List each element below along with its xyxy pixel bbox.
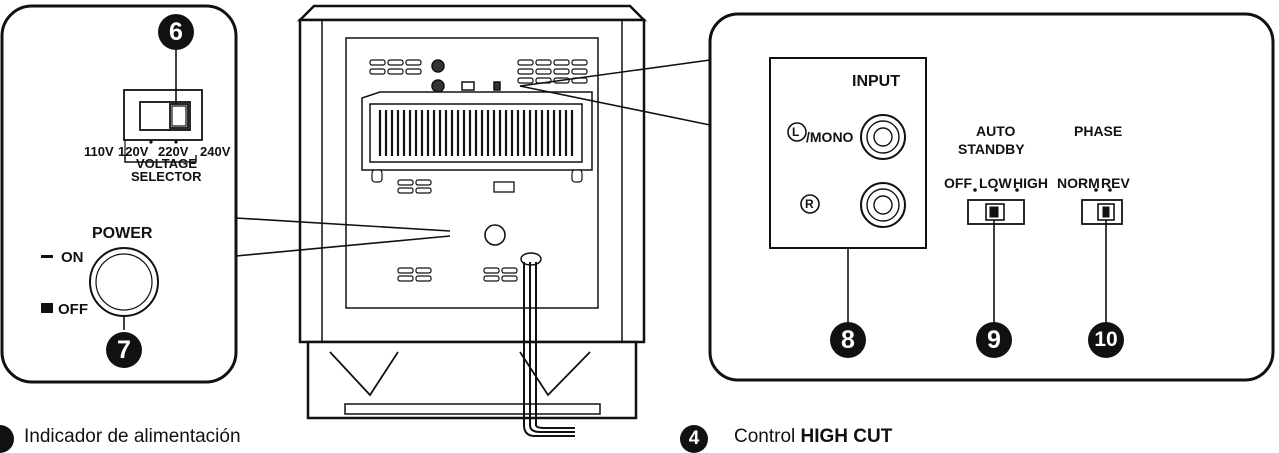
voltage-label-240v: 240V bbox=[200, 144, 231, 159]
voltage-label-220v: 220V bbox=[158, 144, 189, 159]
power-knob-inner bbox=[95, 253, 153, 311]
rca-jack-right bbox=[860, 182, 906, 228]
standby-dot bbox=[994, 188, 998, 192]
l-symbol: L bbox=[792, 125, 800, 139]
power-knob bbox=[89, 247, 159, 317]
callout-10-badge: 10 bbox=[1088, 322, 1124, 358]
back-panel-vents bbox=[369, 59, 588, 282]
selector-title: SELECTOR bbox=[131, 169, 202, 184]
standby-dot bbox=[973, 188, 977, 192]
callout-6-badge: 6 bbox=[158, 14, 194, 50]
r-symbol-circle bbox=[800, 194, 820, 214]
voltage-selector-switch bbox=[123, 89, 203, 163]
standby-option-low: LOW bbox=[979, 175, 1012, 191]
heatsink bbox=[361, 91, 593, 183]
phase-dot bbox=[1108, 188, 1112, 192]
voltage-dot bbox=[149, 140, 153, 144]
off-label: OFF bbox=[58, 301, 88, 318]
off-marker-icon bbox=[41, 303, 53, 313]
bottom-item-right-bold: HIGH CUT bbox=[800, 426, 893, 447]
bottom-item-right: Control HIGH CUT bbox=[734, 426, 892, 448]
bottom-right-badge: 4 bbox=[680, 425, 708, 453]
callout-8-badge: 8 bbox=[830, 322, 866, 358]
callout-7-badge: 7 bbox=[106, 332, 142, 368]
diagram-art bbox=[0, 4, 1275, 437]
voltage-label-110v: 110V bbox=[84, 144, 114, 159]
on-label: ON bbox=[61, 249, 84, 266]
power-title: POWER bbox=[92, 225, 153, 242]
auto-standby-switch bbox=[967, 199, 1025, 225]
subwoofer-cabinet bbox=[296, 4, 648, 420]
standby-label: STANDBY bbox=[958, 141, 1025, 157]
voltage-dot bbox=[174, 140, 178, 144]
voltage-title: VOLTAGE bbox=[136, 156, 197, 171]
power-cord bbox=[520, 252, 575, 437]
voltage-label-120v: 120V bbox=[118, 144, 149, 159]
bottom-item-left: Indicador de alimentación bbox=[24, 426, 241, 447]
standby-dot bbox=[1015, 188, 1019, 192]
r-symbol: R bbox=[805, 197, 814, 211]
input-box bbox=[769, 57, 927, 249]
phase-switch bbox=[1081, 199, 1123, 225]
phase-title: PHASE bbox=[1074, 123, 1123, 139]
left-panel-frame bbox=[0, 4, 238, 384]
callout-9-badge: 9 bbox=[976, 322, 1012, 358]
phase-option-rev: REV bbox=[1101, 175, 1130, 191]
standby-option-high: HIGH bbox=[1013, 175, 1048, 191]
on-marker-icon bbox=[41, 255, 53, 258]
input-title: INPUT bbox=[852, 73, 900, 90]
standby-option-off: OFF bbox=[944, 175, 972, 191]
bottom-item-right-prefix: Control bbox=[734, 426, 801, 447]
mini-voltage-selector bbox=[493, 181, 515, 193]
rca-jack-left bbox=[860, 114, 906, 160]
leader-lines-right bbox=[519, 59, 711, 126]
mono-label: /MONO bbox=[806, 129, 854, 145]
right-panel-frame bbox=[708, 12, 1275, 382]
phase-dot bbox=[1094, 188, 1098, 192]
mini-power-button bbox=[484, 224, 506, 246]
back-panel-jacks bbox=[431, 59, 501, 93]
leader-lines-left bbox=[235, 217, 451, 257]
phase-option-norm: NORM bbox=[1057, 175, 1100, 191]
l-symbol-circle bbox=[787, 122, 807, 142]
auto-label: AUTO bbox=[976, 123, 1016, 139]
